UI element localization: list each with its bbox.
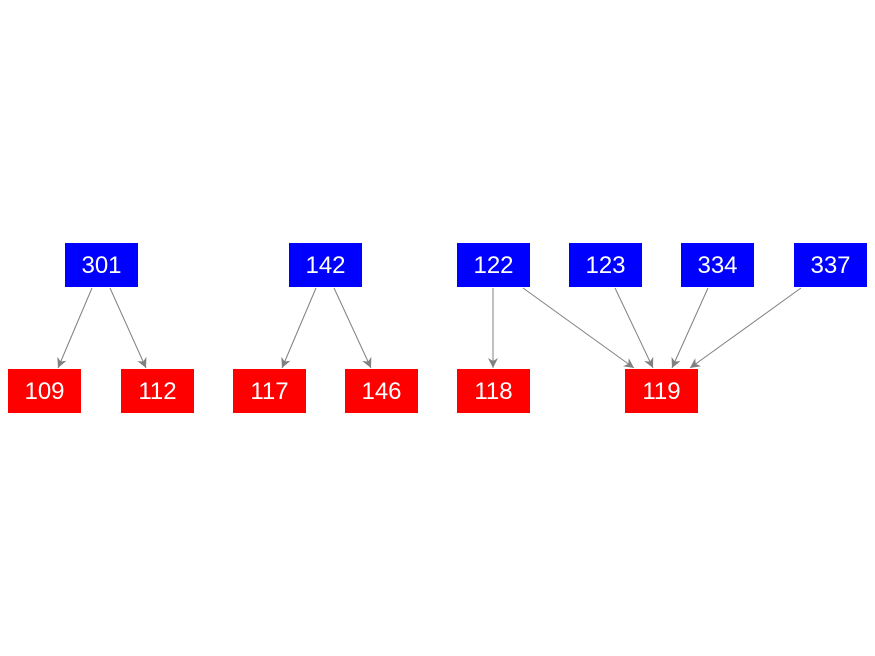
node-box xyxy=(457,243,530,287)
nodes-layer: 301 142 122 123 334 337 109 112 117 146 118 119 xyxy=(8,243,867,413)
node-label: 118 xyxy=(474,378,512,405)
node-label: 123 xyxy=(585,252,625,279)
node-box xyxy=(681,243,754,287)
node-box xyxy=(345,369,418,413)
edge-123-to-119 xyxy=(614,287,654,369)
node-box xyxy=(569,243,642,287)
node-122[interactable]: 122 xyxy=(457,243,530,287)
edge-301-to-112 xyxy=(109,287,147,369)
edge-142-to-146 xyxy=(333,287,372,369)
node-label: 117 xyxy=(250,378,288,405)
node-label: 337 xyxy=(810,252,850,279)
node-label: 301 xyxy=(81,252,121,279)
edges-layer xyxy=(57,287,802,369)
node-118[interactable]: 118 xyxy=(457,369,530,413)
node-label: 142 xyxy=(305,252,345,279)
node-box xyxy=(233,369,306,413)
node-box xyxy=(121,369,194,413)
node-337[interactable]: 337 xyxy=(794,243,867,287)
edge-337-to-119 xyxy=(689,287,802,369)
node-label: 146 xyxy=(361,378,401,405)
edge-301-to-109 xyxy=(57,287,93,369)
node-box xyxy=(65,243,138,287)
node-label: 112 xyxy=(138,378,176,405)
node-301[interactable]: 301 xyxy=(65,243,138,287)
node-label: 122 xyxy=(473,252,513,279)
node-box xyxy=(8,369,81,413)
node-109[interactable]: 109 xyxy=(8,369,81,413)
node-142[interactable]: 142 xyxy=(289,243,362,287)
node-box xyxy=(625,369,698,413)
node-146[interactable]: 146 xyxy=(345,369,418,413)
node-119[interactable]: 119 xyxy=(625,369,698,413)
node-box xyxy=(289,243,362,287)
node-label: 334 xyxy=(697,252,737,279)
node-117[interactable]: 117 xyxy=(233,369,306,413)
node-123[interactable]: 123 xyxy=(569,243,642,287)
node-112[interactable]: 112 xyxy=(121,369,194,413)
node-334[interactable]: 334 xyxy=(681,243,754,287)
edge-142-to-117 xyxy=(281,287,317,369)
node-box xyxy=(457,369,530,413)
node-box xyxy=(794,243,867,287)
edge-334-to-119 xyxy=(671,287,709,369)
node-label: 119 xyxy=(642,378,680,405)
node-label: 109 xyxy=(24,378,64,405)
edge-122-to-119 xyxy=(522,287,635,369)
